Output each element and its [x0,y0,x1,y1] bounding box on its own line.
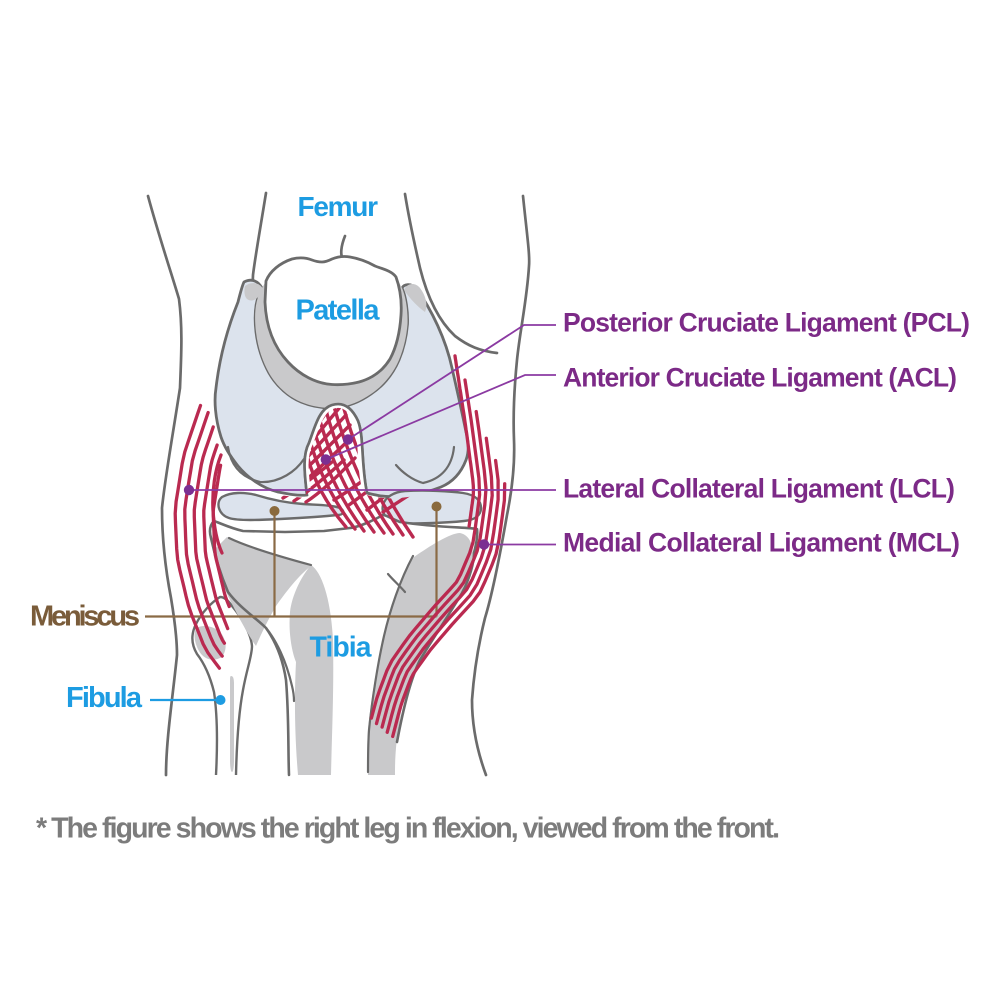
svg-text:* The figure shows the right l: * The figure shows the right leg in flex… [36,813,780,845]
svg-text:Fibula: Fibula [66,682,143,714]
svg-text:Tibia: Tibia [310,632,373,664]
svg-text:Lateral Collateral Ligament (L: Lateral Collateral Ligament (LCL) [563,474,955,504]
svg-text:Posterior Cruciate Ligament (P: Posterior Cruciate Ligament (PCL) [563,308,970,338]
svg-text:Femur: Femur [298,191,379,222]
svg-text:Patella: Patella [296,295,381,327]
svg-text:Anterior Cruciate Ligament (AC: Anterior Cruciate Ligament (ACL) [563,363,957,393]
svg-text:Medial Collateral Ligament (MC: Medial Collateral Ligament (MCL) [563,528,960,558]
svg-text:Meniscus: Meniscus [30,601,140,633]
